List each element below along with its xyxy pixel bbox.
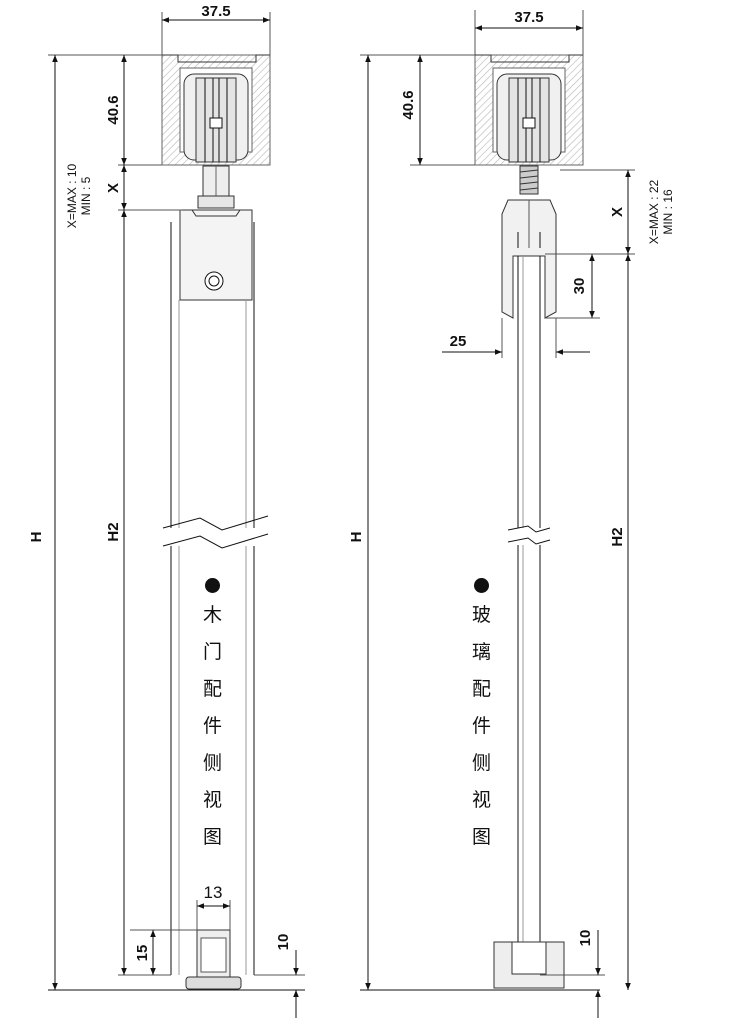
caption-char: 件 <box>472 715 492 737</box>
glass-panel <box>507 256 551 975</box>
caption-char: 璃 <box>472 641 492 663</box>
left-top-bracket <box>179 209 253 301</box>
caption-char: 视 <box>472 789 492 811</box>
left-guide-width-dim: 13 <box>204 883 223 902</box>
caption-char: 玻 <box>472 604 492 626</box>
caption-char: 视 <box>203 789 223 811</box>
right-h2-dim: H2 <box>609 527 626 546</box>
left-track-profile <box>161 54 271 166</box>
glass-clamp <box>501 199 557 319</box>
right-clamp-height-dim: 30 <box>571 278 588 295</box>
caption-char: 门 <box>203 641 223 663</box>
left-floor-gap-dim: 10 <box>275 934 292 951</box>
right-width-dim: 37.5 <box>514 9 543 26</box>
right-h-dim: H <box>348 532 365 543</box>
glass-door-caption: 玻 璃 配 件 侧 视 图 <box>472 568 491 856</box>
right-floor-gap-dim: 10 <box>577 930 594 947</box>
wood-door-drawing <box>48 12 305 1018</box>
left-track-height-dim: 40.6 <box>105 95 122 124</box>
right-track-profile <box>474 54 584 166</box>
left-x-dim: X <box>105 183 122 193</box>
bullet-icon <box>205 578 220 593</box>
right-track-height-dim: 40.6 <box>400 90 417 119</box>
left-x-note-min: MIN : 5 <box>79 176 93 215</box>
caption-char: 侧 <box>203 752 223 774</box>
glass-door-drawing <box>360 10 635 1018</box>
right-x-dim: X <box>609 207 626 217</box>
left-floor-guide <box>185 929 242 990</box>
caption-char: 配 <box>203 678 223 700</box>
right-x-note-min: MIN : 16 <box>661 189 675 235</box>
right-floor-guide <box>493 941 565 989</box>
right-threaded-rod <box>519 165 539 195</box>
right-x-note-max: X=MAX : 22 <box>647 179 661 244</box>
right-clamp-width-dim: 25 <box>450 333 467 350</box>
caption-char: 图 <box>203 826 223 848</box>
caption-char: 木 <box>203 604 223 626</box>
caption-char: 图 <box>472 826 492 848</box>
left-guide-height-dim: 15 <box>134 945 151 962</box>
left-h-dim: H <box>28 532 45 543</box>
left-width-dim: 37.5 <box>201 3 230 20</box>
left-x-note-max: X=MAX : 10 <box>65 163 79 228</box>
wood-door-panel <box>162 222 269 975</box>
caption-char: 配 <box>472 678 492 700</box>
caption-char: 件 <box>203 715 223 737</box>
bullet-icon <box>474 578 489 593</box>
left-h2-dim: H2 <box>105 522 122 541</box>
wood-door-caption: 木 门 配 件 侧 视 图 <box>203 568 222 856</box>
caption-char: 侧 <box>472 752 492 774</box>
